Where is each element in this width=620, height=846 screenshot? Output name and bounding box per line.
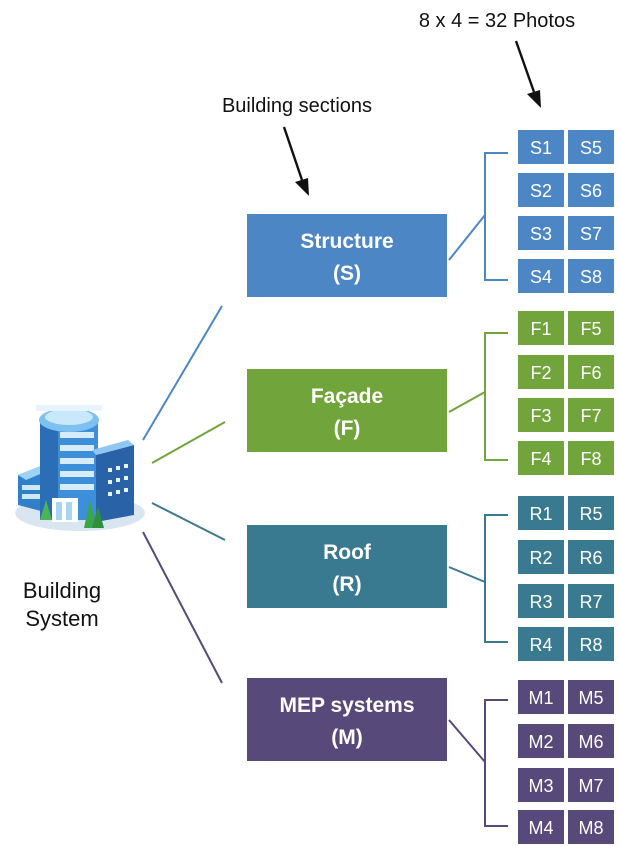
- photo-tile-label: F8: [580, 449, 601, 469]
- photo-tile-label: R5: [579, 504, 602, 524]
- photo-tile: [518, 441, 564, 475]
- photo-tile: [518, 259, 564, 293]
- photo-grid: R1 R5 R2 R6 R3 R7 R4 R8: [518, 496, 614, 661]
- photo-tile: [568, 311, 614, 345]
- photo-tile: [518, 216, 564, 250]
- photo-tile-label: S5: [580, 138, 602, 158]
- photo-tile-label: R6: [579, 548, 602, 568]
- section-code: (R): [332, 573, 361, 596]
- photo-count-arrow: [514, 40, 541, 108]
- photo-tile-label: R2: [529, 548, 552, 568]
- photo-tile-label: S1: [530, 138, 552, 158]
- photo-tile: [568, 259, 614, 293]
- photo-tile-label: S2: [530, 181, 552, 201]
- photo-tile-label: F3: [530, 406, 551, 426]
- section-name: Structure: [300, 230, 393, 253]
- photo-tile: [518, 680, 564, 714]
- photo-tile-label: R4: [529, 635, 552, 655]
- photo-tile: [568, 173, 614, 207]
- photo-tile-label: F6: [580, 363, 601, 383]
- photo-tile: [568, 627, 614, 661]
- building-icon: [15, 405, 145, 531]
- section-code: (M): [331, 726, 362, 749]
- photo-tile: [568, 724, 614, 758]
- section-facade: Façade (F) F1 F5 F2 F6 F3 F7 F4 F8: [247, 311, 614, 475]
- section-roof: Roof (R) R1 R5 R2 R6 R3 R7 R4 R8: [247, 496, 614, 661]
- photo-count-annotation: 8 x 4 = 32 Photos: [419, 10, 575, 32]
- photo-tile-label: R8: [579, 635, 602, 655]
- photo-tile-label: M5: [578, 688, 603, 708]
- photo-tile: [518, 540, 564, 574]
- photo-tile: [518, 398, 564, 432]
- photo-tile-label: S3: [530, 224, 552, 244]
- section-box: [247, 678, 447, 761]
- photo-tile: [518, 584, 564, 618]
- photo-tile: [518, 173, 564, 207]
- photo-tile: [518, 768, 564, 802]
- photo-tile-label: M1: [528, 688, 553, 708]
- photo-tile: [518, 724, 564, 758]
- photo-tile: [568, 810, 614, 844]
- photo-grid: M1 M5 M2 M6 M3 M7 M4 M8: [518, 680, 614, 844]
- section-name: Façade: [311, 385, 383, 408]
- photo-tile-label: M6: [578, 732, 603, 752]
- photo-tile: [518, 810, 564, 844]
- photo-tile-label: R7: [579, 592, 602, 612]
- photo-tile-label: S6: [580, 181, 602, 201]
- building-system-label-line1: Building: [23, 578, 101, 603]
- photo-tile: [518, 496, 564, 530]
- photo-tile: [568, 130, 614, 164]
- photo-tile-label: M8: [578, 818, 603, 838]
- photo-bracket: [448, 699, 508, 827]
- photo-tile-label: M7: [578, 776, 603, 796]
- section-structure: Structure (S) S1 S5 S2 S6 S3 S7 S4 S8: [247, 130, 614, 297]
- section-name: MEP systems: [279, 694, 414, 717]
- photo-tile-label: F1: [530, 319, 551, 339]
- section-box: [247, 214, 447, 297]
- photo-tile: [518, 355, 564, 389]
- section-box: [247, 525, 447, 608]
- photo-grid: S1 S5 S2 S6 S3 S7 S4 S8: [518, 130, 614, 293]
- photo-bracket: [448, 152, 508, 281]
- photo-tile-label: F7: [580, 406, 601, 426]
- sections-annotation: Building sections: [222, 95, 372, 117]
- photo-tile-label: F5: [580, 319, 601, 339]
- photo-tile: [568, 441, 614, 475]
- photo-tile-label: F2: [530, 363, 551, 383]
- system-connectors: [142, 305, 226, 684]
- sections-arrow: [282, 126, 309, 196]
- photo-tile: [518, 130, 564, 164]
- photo-tile: [518, 311, 564, 345]
- photo-tile: [568, 398, 614, 432]
- photo-tile: [568, 216, 614, 250]
- photo-tile: [518, 627, 564, 661]
- photo-tile-label: S4: [530, 267, 552, 287]
- photo-bracket: [448, 332, 508, 461]
- section-box: [247, 369, 447, 452]
- photo-tile-label: F4: [530, 449, 551, 469]
- photo-bracket: [448, 514, 508, 643]
- section-mep: MEP systems (M) M1 M5 M2 M6 M3 M7 M4 M8: [247, 678, 614, 844]
- photo-tile: [568, 355, 614, 389]
- photo-tile-label: M4: [528, 818, 553, 838]
- section-name: Roof: [323, 541, 372, 564]
- photo-tile-label: S8: [580, 267, 602, 287]
- photo-tile-label: R3: [529, 592, 552, 612]
- photo-tile: [568, 680, 614, 714]
- photo-tile-label: S7: [580, 224, 602, 244]
- photo-tile: [568, 496, 614, 530]
- photo-tile: [568, 540, 614, 574]
- photo-tile: [568, 768, 614, 802]
- photo-tile-label: M3: [528, 776, 553, 796]
- section-code: (F): [334, 417, 361, 440]
- photo-grid: F1 F5 F2 F6 F3 F7 F4 F8: [518, 311, 614, 475]
- photo-tile: [568, 584, 614, 618]
- photo-tile-label: M2: [528, 732, 553, 752]
- building-system-label-line2: System: [25, 606, 98, 631]
- section-code: (S): [333, 262, 361, 285]
- photo-tile-label: R1: [529, 504, 552, 524]
